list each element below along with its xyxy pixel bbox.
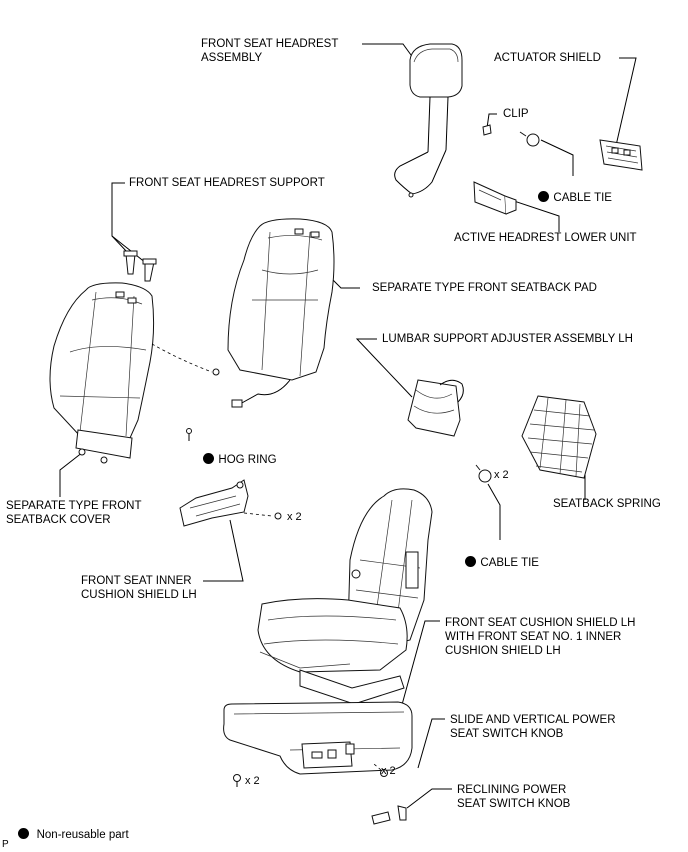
label-slide-vertical-knob: SLIDE AND VERTICAL POWER SEAT SWITCH KNO…: [450, 714, 616, 740]
cable-tie-upper-drawing: [519, 131, 540, 147]
label-actuator-shield: ACTUATOR SHIELD: [494, 52, 601, 64]
seat-frame-drawing: [257, 488, 433, 705]
label-headrest-assembly: FRONT SEAT HEADREST ASSEMBLY: [201, 38, 339, 64]
actuator-shield-drawing: [599, 139, 643, 171]
label-seatback-pad: SEPARATE TYPE FRONT SEATBACK PAD: [372, 282, 597, 294]
clip-drawing: [482, 124, 492, 136]
headrest-support-drawing: [123, 250, 157, 282]
label-inner-cushion-shield: FRONT SEAT INNER CUSHION SHIELD LH: [81, 575, 197, 601]
switch-knobs: [371, 805, 407, 825]
label-headrest-support: FRONT SEAT HEADREST SUPPORT: [129, 177, 325, 189]
headrest-assembly-drawing: [394, 43, 463, 198]
leader-lines: [59, 43, 637, 809]
label-lumbar-support: LUMBAR SUPPORT ADJUSTER ASSEMBLY LH: [382, 333, 633, 345]
non-reusable-icon: [203, 453, 215, 464]
label-cable-tie-upper: CABLE TIE: [532, 177, 612, 205]
non-reusable-icon: [465, 556, 477, 567]
non-reusable-icon: [18, 828, 30, 839]
cushion-shield-drawing: [223, 701, 413, 775]
lumbar-support-drawing: [407, 379, 464, 437]
screws: [233, 763, 388, 787]
label-active-headrest-lower-unit: ACTIVE HEADREST LOWER UNIT: [454, 232, 637, 244]
hog-ring-drawing: [186, 428, 192, 441]
label-seatback-spring: SEATBACK SPRING: [553, 498, 661, 510]
label-cushion-shield: FRONT SEAT CUSHION SHIELD LH WITH FRONT …: [445, 617, 636, 657]
qty-shield-screw-left: x 2: [245, 775, 260, 787]
label-hog-ring: HOG RING: [197, 439, 277, 467]
non-reusable-icon: [538, 191, 550, 202]
qty-shield-screw-right: x 2: [381, 765, 396, 777]
qty-cable-tie: x 2: [494, 469, 509, 481]
label-cable-tie-lower: CABLE TIE: [459, 542, 539, 570]
label-seatback-cover: SEPARATE TYPE FRONT SEATBACK COVER: [6, 500, 142, 526]
cable-tie-lower-drawing: [475, 464, 492, 483]
legend-non-reusable: Non-reusable part: [12, 814, 129, 842]
corner-mark: P: [2, 839, 9, 850]
seatback-spring-drawing: [521, 395, 597, 479]
active-headrest-lower-unit-drawing: [473, 181, 517, 215]
qty-inner-shield-screw: x 2: [287, 511, 302, 523]
seatback-cover-drawing: [49, 282, 220, 464]
label-reclining-knob: RECLINING POWER SEAT SWITCH KNOB: [457, 784, 571, 810]
label-clip: CLIP: [503, 108, 529, 120]
seatback-pad-drawing: [227, 218, 335, 408]
inner-cushion-shield-drawing: [179, 479, 282, 527]
